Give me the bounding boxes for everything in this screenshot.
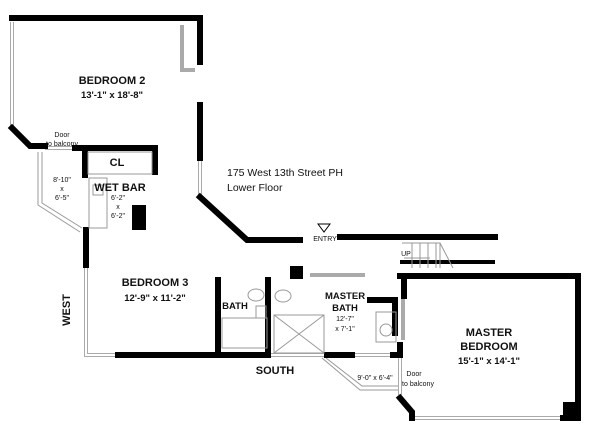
west-balcony-size-b: 6'-5": [55, 195, 69, 202]
west-orientation-label: WEST: [61, 294, 73, 326]
west-door-label-1: Door: [54, 132, 70, 139]
bedroom3-size: 12'-9" x 11'-2": [124, 293, 186, 304]
balcony-outlines: [37, 152, 398, 391]
bedroom2-size: 13'-1" x 18'-8": [81, 90, 143, 101]
west-balcony-size-a: 8'-10": [53, 177, 71, 184]
bedroom3-label: BEDROOM 3: [122, 277, 189, 289]
master-bath-size-b: x 7'-1": [335, 326, 355, 333]
south-door-label-2: to balcony: [402, 381, 434, 388]
wet-bar-x: x: [116, 204, 120, 211]
plan-title: 175 West 13th Street PH: [227, 167, 343, 179]
master-bath-label-1: MASTER: [325, 291, 365, 302]
windows: [10, 22, 560, 420]
south-balcony-size: 9'-0" x 6'-4": [357, 375, 393, 382]
master-bath-size-a: 12'-7": [336, 316, 354, 323]
south-door-label-1: Door: [406, 371, 422, 378]
south-orientation-label: SOUTH: [256, 365, 295, 377]
master-bath-label-2: BATH: [332, 303, 358, 314]
fixtures: [87, 151, 454, 354]
west-door-label-2: to balcony: [46, 141, 78, 148]
stairs-up-label: UP: [401, 251, 411, 258]
plan-subtitle: Lower Floor: [227, 182, 283, 194]
entry-arrow-icon: [317, 223, 331, 233]
master-bedroom-size: 15'-1" x 14'-1": [458, 356, 520, 367]
bedroom2-label: BEDROOM 2: [79, 75, 146, 87]
closet-label: CL: [110, 157, 125, 169]
west-balcony-x: x: [60, 186, 64, 193]
master-bedroom-label-1: MASTER: [466, 327, 513, 339]
wet-bar-label: WET BAR: [94, 182, 145, 194]
walls: [7, 15, 581, 421]
wet-bar-size-a: 6'-2": [111, 195, 125, 202]
wet-bar-size-b: 6'-2": [111, 213, 125, 220]
master-bedroom-label-2: BEDROOM: [460, 341, 517, 353]
bath-label: BATH: [222, 301, 248, 312]
entry-label: ENTRY: [313, 236, 337, 243]
